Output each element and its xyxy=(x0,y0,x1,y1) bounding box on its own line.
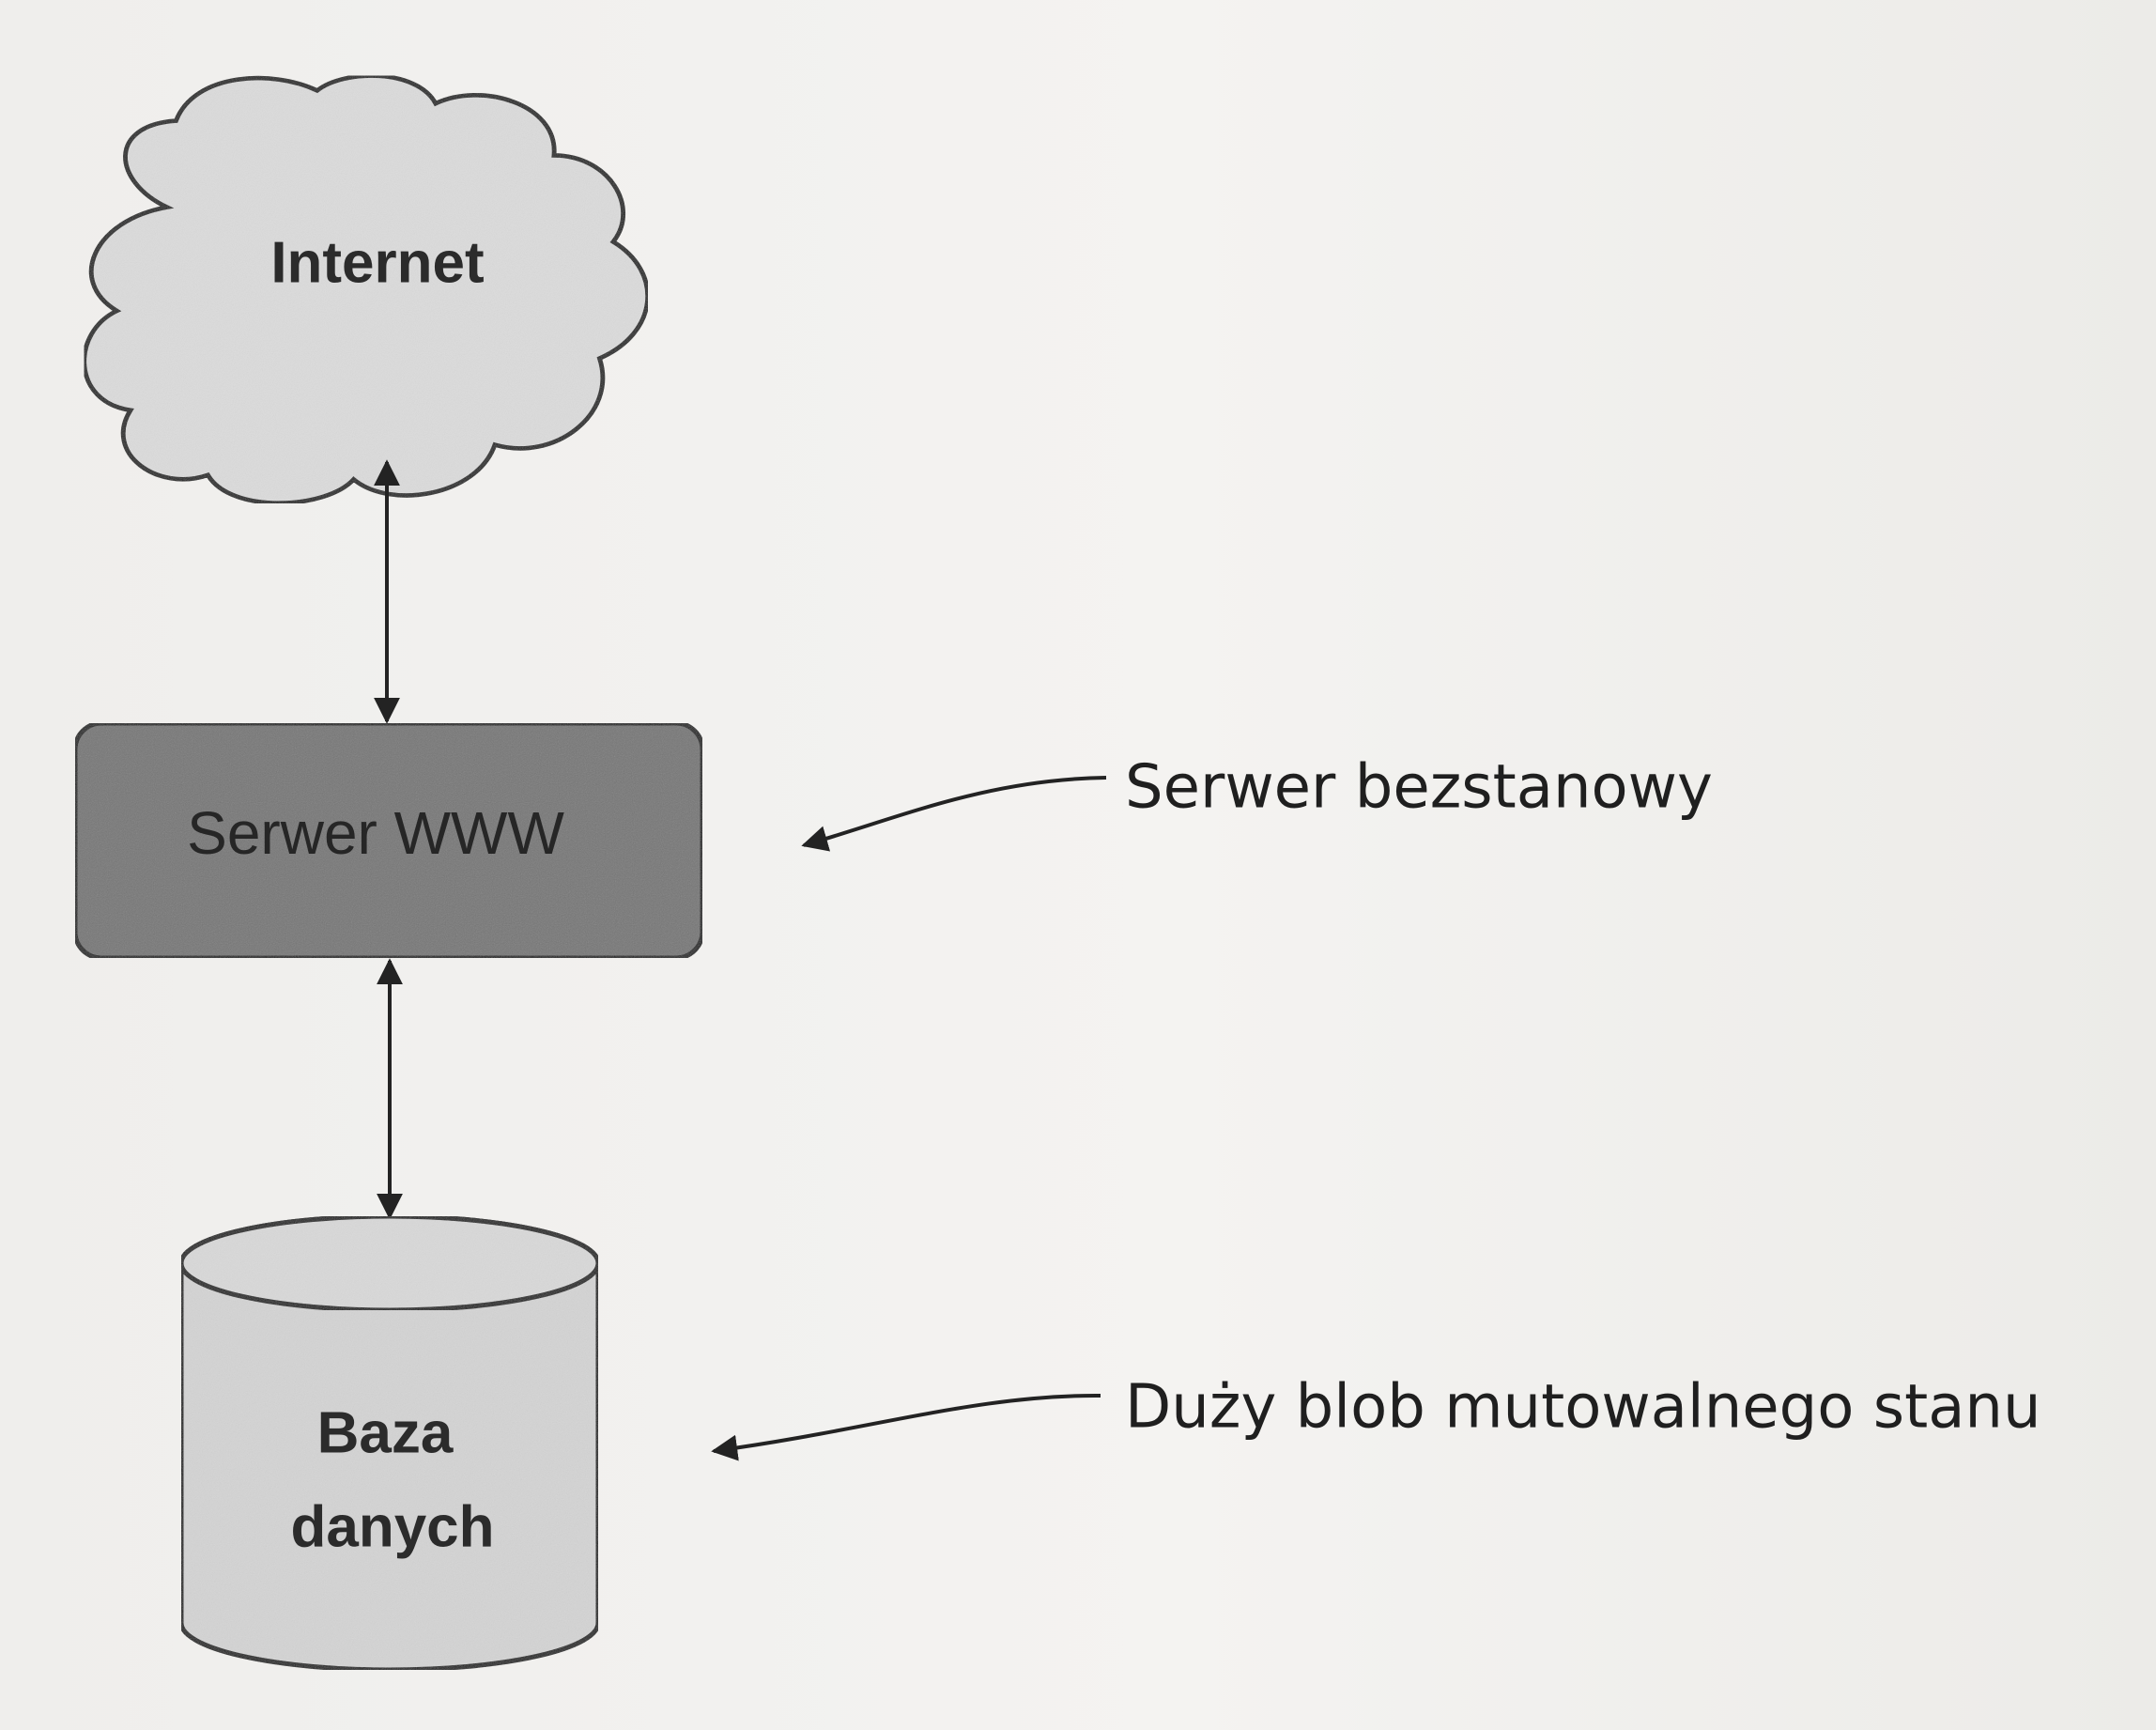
database-note: Duży blob mutowalnego stanu xyxy=(1125,1373,2041,1443)
annotation-web-server: Serwer bezstanowy xyxy=(801,753,1713,852)
cloud-shape xyxy=(82,73,650,505)
database-label-line1: Baza xyxy=(317,1400,454,1465)
annotation-arrow-server xyxy=(801,776,1107,852)
web-server-node: Serwer WWW xyxy=(72,720,705,961)
web-server-box xyxy=(72,720,705,961)
annotation-database: Duży blob mutowalnego stanu xyxy=(711,1373,2041,1461)
database-top xyxy=(178,1213,601,1313)
annotation-arrow-database xyxy=(711,1393,1101,1461)
internet-cloud: Internet xyxy=(82,73,650,505)
web-server-note: Serwer bezstanowy xyxy=(1125,753,1713,823)
internet-label: Internet xyxy=(270,230,484,295)
database-label-line2: danych xyxy=(290,1494,494,1559)
database-cylinder: Baza danych xyxy=(178,1213,601,1673)
web-server-label: Serwer WWW xyxy=(187,799,564,867)
